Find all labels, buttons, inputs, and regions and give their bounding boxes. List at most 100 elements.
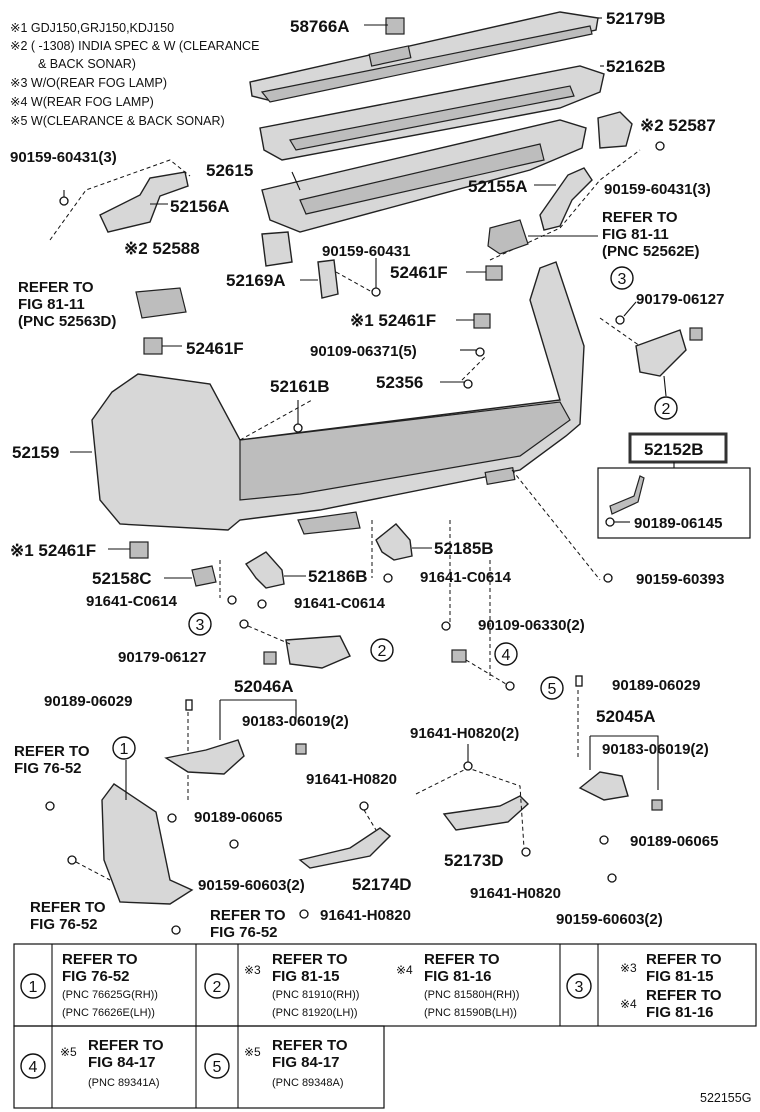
label-52161B[interactable]: 52161B [270, 377, 330, 396]
label-91641-C0614-c[interactable]: 91641-C0614 [294, 595, 386, 612]
clip-90179-06127-bottom[interactable] [263, 651, 277, 665]
label-52156A[interactable]: 52156A [170, 197, 230, 216]
svg-text:1: 1 [120, 741, 129, 758]
callout-3-bottom[interactable]: 3 [188, 612, 212, 636]
label-52587[interactable]: ※2 52587 [640, 116, 716, 135]
label-52588[interactable]: ※2 52588 [124, 239, 200, 258]
callout-4[interactable]: 4 [494, 642, 518, 666]
label-52174D[interactable]: 52174D [352, 875, 412, 894]
step-pad-52179B[interactable] [249, 11, 599, 103]
label-52152B[interactable]: 52152B [644, 440, 704, 459]
label-52162B[interactable]: 52162B [606, 57, 666, 76]
pad-52461F-d[interactable] [129, 541, 149, 559]
label-52356[interactable]: 52356 [376, 373, 423, 392]
label-91641-H0820-c[interactable]: 91641-H0820 [320, 907, 411, 924]
side-bracket-52563D[interactable] [135, 287, 187, 319]
reinforcement-52162B[interactable] [259, 65, 605, 161]
label-52179B[interactable]: 52179B [606, 9, 666, 28]
pad-52461F-c[interactable] [143, 337, 163, 355]
svg-text:3: 3 [618, 271, 627, 288]
label-90189-06029-left[interactable]: 90189-06029 [44, 693, 132, 710]
part-box-52152B[interactable] [628, 432, 728, 464]
label-90183-06019-2-left[interactable]: 90183-06019(2) [242, 713, 349, 730]
label-52461F-d[interactable]: ※1 52461F [10, 541, 96, 560]
bracket-52046A[interactable] [164, 739, 245, 775]
bracket-52155A[interactable] [539, 167, 593, 231]
label-90109-06371-5[interactable]: 90109-06371(5) [310, 343, 417, 360]
bumper-cover-52159[interactable] [91, 261, 585, 535]
label-91641-H0820-2[interactable]: 91641-H0820(2) [410, 725, 519, 742]
label-90159-60431-3-left[interactable]: 90159-60431(3) [10, 149, 117, 166]
label-52159[interactable]: 52159 [12, 443, 59, 462]
bracket-52185B[interactable] [375, 523, 413, 561]
label-90189-06065-left[interactable]: 90189-06065 [194, 809, 282, 826]
label-91641-H0820-a[interactable]: 91641-H0820 [306, 771, 397, 788]
svg-text:※4: ※4 [396, 963, 413, 977]
note-2-cont: & BACK SONAR) [38, 57, 136, 71]
label-90179-06127-bottom[interactable]: 90179-06127 [118, 649, 206, 666]
pad-52461F-a[interactable] [485, 265, 503, 281]
reflector-left[interactable] [285, 635, 351, 669]
svg-text:(PNC 81920(LH)): (PNC 81920(LH)) [272, 1007, 358, 1019]
label-52045A[interactable]: 52045A [596, 707, 656, 726]
callout-3-top[interactable]: 3 [610, 266, 634, 290]
mudguard[interactable] [101, 783, 194, 905]
undercover-52173D[interactable] [442, 795, 530, 831]
absorber-52615[interactable] [261, 119, 587, 233]
label-90189-06065-right[interactable]: 90189-06065 [630, 833, 718, 850]
label-52186B[interactable]: 52186B [308, 567, 368, 586]
sonar-retainer-4[interactable] [451, 649, 467, 663]
label-90159-60603-2-left[interactable]: 90159-60603(2) [198, 877, 305, 894]
label-90159-60603-2-right[interactable]: 90159-60603(2) [556, 911, 663, 928]
label-52461F-c[interactable]: 52461F [186, 339, 244, 358]
label-91641-C0614-b[interactable]: 91641-C0614 [86, 593, 178, 610]
callout-2-right[interactable]: 2 [654, 396, 678, 420]
label-52169A[interactable]: 52169A [226, 271, 286, 290]
clip-90179-06127-top[interactable] [689, 327, 703, 341]
ref-7652-a-line2: FIG 76-52 [14, 760, 82, 777]
bracket-52156A[interactable] [99, 171, 189, 233]
label-52461F-a[interactable]: 52461F [390, 263, 448, 282]
svg-text:FIG 81-16: FIG 81-16 [646, 1004, 714, 1021]
sensor-holder-52587[interactable] [597, 111, 633, 149]
callout-1[interactable]: 1 [112, 736, 136, 760]
label-90189-06029-right[interactable]: 90189-06029 [612, 677, 700, 694]
svg-text:2: 2 [378, 643, 387, 660]
ref-8111-b-line1: REFER TO [18, 279, 94, 296]
label-58766A[interactable]: 58766A [290, 17, 350, 36]
reflector-right[interactable] [635, 329, 687, 377]
pad-52461F-b[interactable] [473, 313, 491, 329]
side-bracket-52562E[interactable] [487, 219, 529, 255]
label-90183-06019-2-right[interactable]: 90183-06019(2) [602, 741, 709, 758]
callout-5[interactable]: 5 [540, 676, 564, 700]
label-90159-60431-3-right[interactable]: 90159-60431(3) [604, 181, 711, 198]
label-52615[interactable]: 52615 [206, 161, 253, 180]
svg-text:(PNC 89348A): (PNC 89348A) [272, 1077, 344, 1089]
label-90109-06330-2[interactable]: 90109-06330(2) [478, 617, 585, 634]
undercover-52174D[interactable] [298, 827, 392, 869]
svg-text:1: 1 [29, 979, 38, 996]
label-90179-06127-top[interactable]: 90179-06127 [636, 291, 724, 308]
label-91641-C0614-a[interactable]: 91641-C0614 [420, 569, 512, 586]
bracket-52152B[interactable] [609, 475, 645, 515]
label-52461F-b[interactable]: ※1 52461F [350, 311, 436, 330]
label-90159-60431[interactable]: 90159-60431 [322, 243, 410, 260]
label-52158C[interactable]: 52158C [92, 569, 152, 588]
label-52173D[interactable]: 52173D [444, 851, 504, 870]
bracket-52045A[interactable] [578, 771, 629, 801]
label-90189-06145[interactable]: 90189-06145 [634, 515, 722, 532]
label-91641-H0820-b[interactable]: 91641-H0820 [470, 885, 561, 902]
sensor-holder-52588[interactable] [261, 231, 293, 267]
note-3: ※3 W/O(REAR FOG LAMP) [10, 76, 167, 90]
svg-text:REFER TO: REFER TO [62, 951, 138, 968]
clip-58766A[interactable] [385, 17, 405, 35]
ref-7652-b-line1: REFER TO [30, 899, 106, 916]
label-52046A[interactable]: 52046A [234, 677, 294, 696]
retainer-52158C[interactable] [191, 565, 217, 587]
retainer-52169A[interactable] [317, 259, 339, 299]
label-90159-60393[interactable]: 90159-60393 [636, 571, 724, 588]
label-52155A[interactable]: 52155A [468, 177, 528, 196]
callout-2-left[interactable]: 2 [370, 638, 394, 662]
label-52185B[interactable]: 52185B [434, 539, 494, 558]
bracket-52186B[interactable] [244, 551, 285, 589]
